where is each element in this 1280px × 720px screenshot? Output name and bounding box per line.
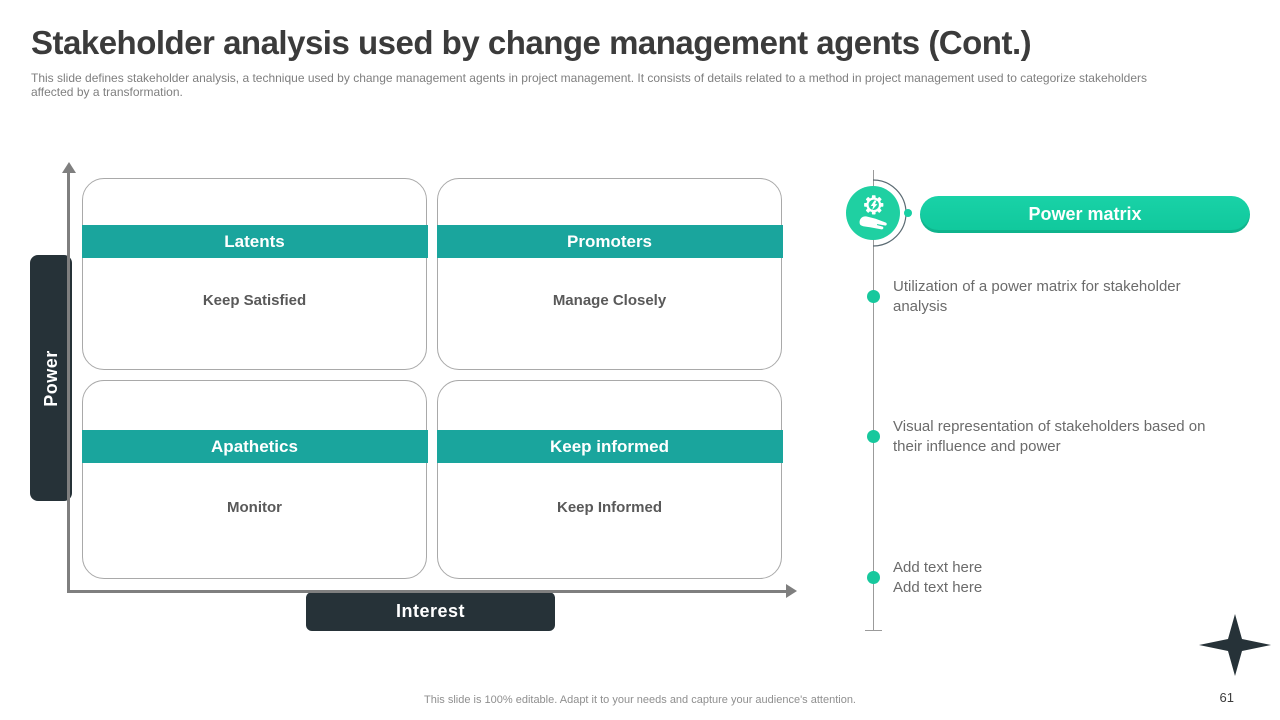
x-axis-arrowhead-icon bbox=[786, 584, 797, 598]
page-number: 61 bbox=[1219, 690, 1234, 705]
quadrant-body-label: Monitor bbox=[227, 499, 282, 516]
y-axis-arrowhead-icon bbox=[62, 162, 76, 173]
page-subtitle: This slide defines stakeholder analysis,… bbox=[31, 71, 1147, 99]
hand-holding-gear-icon bbox=[859, 195, 887, 230]
power-matrix-icon-badge bbox=[846, 186, 900, 240]
bullet-dot bbox=[867, 430, 880, 443]
y-axis-label: Power bbox=[30, 255, 72, 501]
quadrant-header: Promoters bbox=[436, 225, 783, 258]
x-axis-line bbox=[67, 590, 788, 593]
x-axis-label-text: Interest bbox=[395, 601, 466, 621]
quadrant-body-label: Keep Satisfied bbox=[202, 292, 307, 309]
y-axis-line bbox=[67, 172, 70, 592]
power-matrix-heading-pill: Power matrix bbox=[920, 196, 1250, 233]
quadrant-header: Keep informed bbox=[436, 430, 783, 463]
quadrant-header: Apathetics bbox=[81, 430, 428, 463]
timeline-end-tick bbox=[865, 630, 882, 631]
timeline-line bbox=[873, 170, 874, 630]
bullet-text-placeholder: Add text here Add text here bbox=[893, 559, 983, 596]
x-axis-label: Interest bbox=[306, 592, 555, 631]
quadrant-header: Latents bbox=[81, 225, 428, 258]
footer-note: This slide is 100% editable. Adapt it to… bbox=[424, 694, 856, 706]
four-point-star-icon bbox=[1199, 614, 1271, 676]
quadrant-body-label: Keep Informed bbox=[556, 499, 662, 516]
bullet-dot bbox=[867, 571, 880, 584]
quadrant-card-promoters: Promoters Manage Closely bbox=[436, 178, 783, 370]
page-title: Stakeholder analysis used by change mana… bbox=[31, 24, 1032, 61]
bullet-text: Utilization of a power matrix for stakeh… bbox=[893, 278, 1181, 315]
quadrant-card-keep-informed: Keep informed Keep Informed bbox=[436, 380, 783, 579]
quadrant-body-label: Manage Closely bbox=[552, 292, 667, 309]
y-axis-label-text: Power bbox=[40, 349, 61, 407]
quadrant-card-latents: Latents Keep Satisfied bbox=[81, 178, 428, 370]
bullet-text: Visual representation of stakeholders ba… bbox=[893, 418, 1206, 455]
connector-dot bbox=[904, 209, 912, 217]
bullet-dot bbox=[867, 290, 880, 303]
power-matrix-heading-text: Power matrix bbox=[1028, 204, 1142, 224]
quadrant-card-apathetics: Apathetics Monitor bbox=[81, 380, 428, 579]
